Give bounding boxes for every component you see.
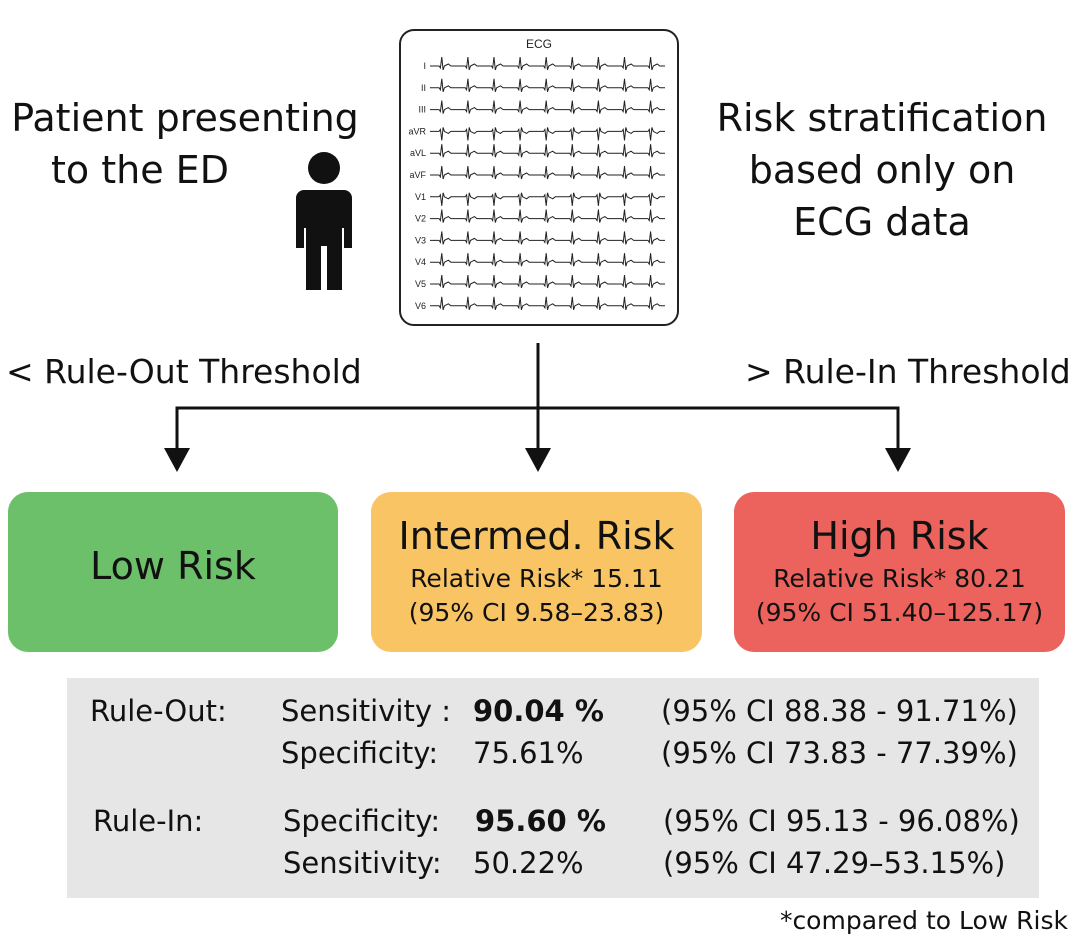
intermediate-risk-title: Intermed. Risk [398,514,675,558]
ecg-trace [430,253,665,267]
ecg-lead-label: V1 [415,192,426,202]
rule-in-metric-2: Sensitivity: [283,846,442,880]
ecg-trace [430,209,665,223]
ecg-lead-label: V3 [415,235,426,245]
rule-out-label: Rule-Out: [90,694,227,728]
rule-out-value-1: 90.04 % [473,694,604,728]
arrow-heads [164,448,911,472]
high-risk-box: High Risk Relative Risk* 80.21 (95% CI 5… [734,492,1065,652]
intermediate-ci: (95% CI 9.58–23.83) [408,598,665,627]
ecg-trace [430,274,665,289]
statistics-panel: Rule-Out: Sensitivity : 90.04 % (95% CI … [67,678,1039,898]
patient-label: Patient presenting to the ED [10,92,360,196]
ecg-lead-label: V4 [415,257,426,267]
rule-in-label: Rule-In: [93,804,204,838]
risk-stratification-line2: based only on [748,148,1016,192]
ecg-lead-label: aVL [410,148,426,158]
risk-stratification-label: Risk stratification based only on ECG da… [712,92,1052,248]
high-ci: (95% CI 51.40–125.17) [755,598,1044,627]
rule-out-metric-1: Sensitivity : [281,694,451,728]
ecg-lead-label: aVF [409,170,426,180]
ecg-trace [430,56,665,71]
rule-in-threshold-label: > Rule-In Threshold [745,352,1071,391]
arrow-head-high [885,448,911,472]
arrow-head-low [164,448,190,472]
ecg-trace [430,100,665,114]
patient-label-line2: to the ED [51,148,229,192]
ecg-lead-label: I [423,61,426,71]
ecg-trace [430,192,665,206]
patient-label-line1: Patient presenting [11,96,359,140]
ecg-lead-label: III [418,105,426,115]
ecg-trace [430,144,665,158]
ecg-trace [430,165,665,180]
ecg-trace [430,127,665,141]
ecg-trace [430,296,665,310]
ecg-lead-label: V2 [415,214,426,224]
high-risk-title: High Risk [810,514,989,558]
person-icon [296,152,352,290]
risk-stratification-line3: ECG data [793,200,971,244]
intermediate-relative-risk: Relative Risk* 15.11 [410,564,663,593]
footnote: *compared to Low Risk [779,906,1068,935]
rule-out-value-2: 75.61% [473,736,584,770]
ecg-trace [430,78,665,92]
rule-in-value-1: 95.60 % [475,804,606,838]
intermediate-risk-box: Intermed. Risk Relative Risk* 15.11 (95%… [371,492,702,652]
rule-in-value-2: 50.22% [473,846,584,880]
rule-in-ci-2: (95% CI 47.29–53.15%) [663,846,1006,880]
risk-stratification-line1: Risk stratification [716,96,1048,140]
low-risk-box: Low Risk [8,492,338,652]
rule-in-ci-1: (95% CI 95.13 - 96.08%) [663,804,1020,838]
ecg-title: ECG [526,37,552,51]
rule-out-metric-2: Specificity: [281,736,439,770]
arrow-head-intermediate [525,448,551,472]
low-risk-title: Low Risk [90,544,256,588]
ecg-lead-label: V6 [415,301,426,311]
rule-in-metric-1: Specificity: [283,804,441,838]
ecg-lead-label: V5 [415,279,426,289]
rule-out-ci-2: (95% CI 73.83 - 77.39%) [661,736,1018,770]
rule-out-threshold-label: < Rule-Out Threshold [6,352,362,391]
flow-arrows [175,343,900,452]
ecg-lead-label: II [421,83,426,93]
ecg-lead-label: aVR [408,126,426,136]
rule-out-ci-1: (95% CI 88.38 - 91.71%) [661,694,1018,728]
ecg-trace [430,231,665,245]
high-relative-risk: Relative Risk* 80.21 [773,564,1026,593]
